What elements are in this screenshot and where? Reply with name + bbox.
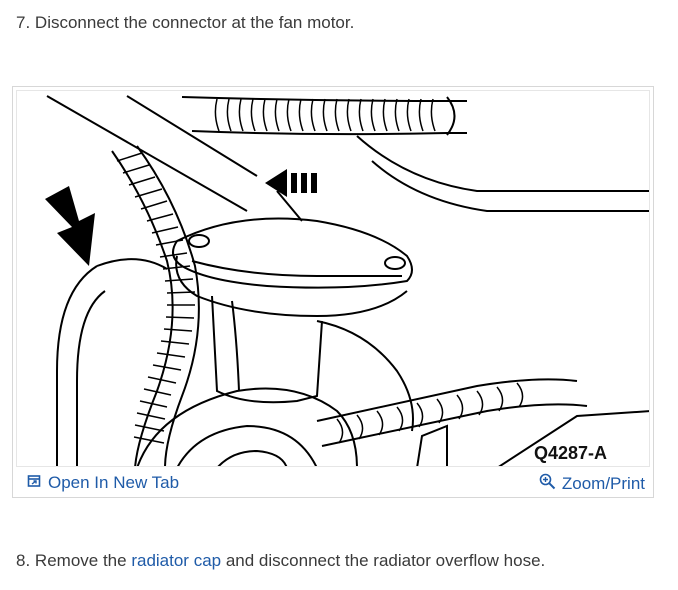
figure-label: Q4287-A [533, 443, 607, 463]
step-7-instruction: Disconnect the connector at the fan moto… [34, 13, 355, 32]
zoom-print-link[interactable]: Zoom/Print [539, 473, 645, 495]
magnifier-icon [539, 473, 556, 495]
line-drawing [45, 95, 649, 466]
radiator-cap-link[interactable]: radiator cap [131, 551, 222, 570]
step-8-prefix: Remove the [34, 551, 127, 570]
step-8-suffix: and disconnect the radiator overflow hos… [225, 551, 546, 570]
open-in-new-tab-icon [27, 473, 42, 493]
zoom-print-label: Zoom/Print [561, 474, 645, 493]
figure-toolbar: Open In New Tab Zoom/Print [13, 467, 653, 497]
step-7-text: 7. Disconnect the connector at the fan m… [16, 12, 354, 34]
step-7-number: 7. [16, 13, 31, 32]
step-8-number: 8. [16, 551, 31, 570]
open-in-new-tab-label: Open In New Tab [48, 473, 180, 492]
step-8-text: 8. Remove the radiator cap and disconnec… [16, 550, 545, 572]
open-in-new-tab-link[interactable]: Open In New Tab [27, 473, 179, 493]
figure-container: Q4287-A Open In New Tab Zoom/Print [12, 86, 654, 498]
figure-image[interactable]: Q4287-A [16, 90, 650, 467]
